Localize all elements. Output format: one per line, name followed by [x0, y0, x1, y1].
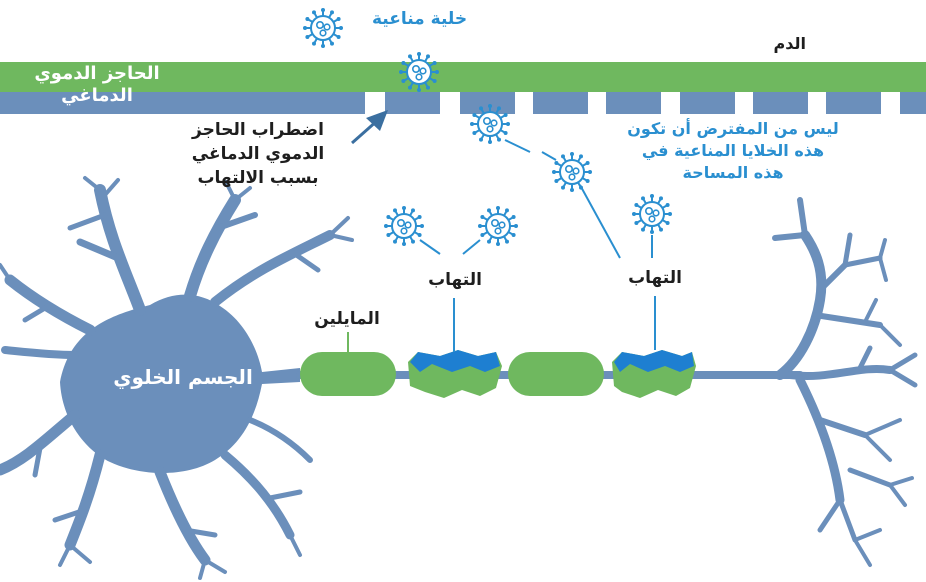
blood-brain-barrier — [0, 62, 926, 114]
immune-cell-label: خلية مناعية — [372, 9, 468, 29]
blood-label: الدم — [773, 34, 806, 53]
disruption-line1: اضطراب الحاجز — [192, 120, 324, 140]
virus-like-cell-icon — [631, 193, 673, 235]
myelin-sheaths — [300, 350, 696, 398]
cell-body-label: الجسم الخلوي — [113, 365, 253, 389]
virus-like-cell-icon — [477, 205, 519, 247]
barrier-label: الحاجز الدموي الدماغي — [12, 63, 182, 107]
not-supposed-line1: ليس من المفترض أن تكون — [627, 119, 839, 138]
virus-like-cell-icon — [551, 151, 593, 193]
virus-like-cell-icon — [302, 7, 344, 49]
inflammation-label-left: التهاب — [428, 270, 482, 290]
myelin-segment — [508, 352, 604, 396]
connector-lines — [347, 139, 656, 352]
disruption-line2: الدموي الدماغي — [191, 144, 325, 164]
damaged-myelin-segment — [612, 350, 696, 398]
neuron — [0, 176, 918, 580]
barrier-disruption-label: اضطراب الحاجز الدموي الدماغي بسبب الالته… — [168, 118, 348, 198]
up-right-arrow-icon — [351, 110, 388, 145]
inflammation-label-right: التهاب — [628, 268, 682, 288]
not-supposed-here-label: ليس من المفترض أن تكون هذه الخلايا المنا… — [612, 118, 854, 184]
not-supposed-line2: هذه الخلايا المناعية في — [641, 141, 825, 160]
disruption-line3: بسبب الالتهاب — [197, 168, 319, 188]
damaged-myelin-segment — [408, 350, 502, 398]
barrier-label-line2: الدماغي — [61, 85, 133, 106]
barrier-label-line1: الحاجز الدموي — [34, 63, 160, 84]
myelin-label: المايلين — [314, 309, 380, 329]
not-supposed-line3: هذه المساحة — [682, 163, 784, 182]
myelin-segment — [300, 352, 396, 396]
virus-like-cell-icon — [383, 205, 425, 247]
